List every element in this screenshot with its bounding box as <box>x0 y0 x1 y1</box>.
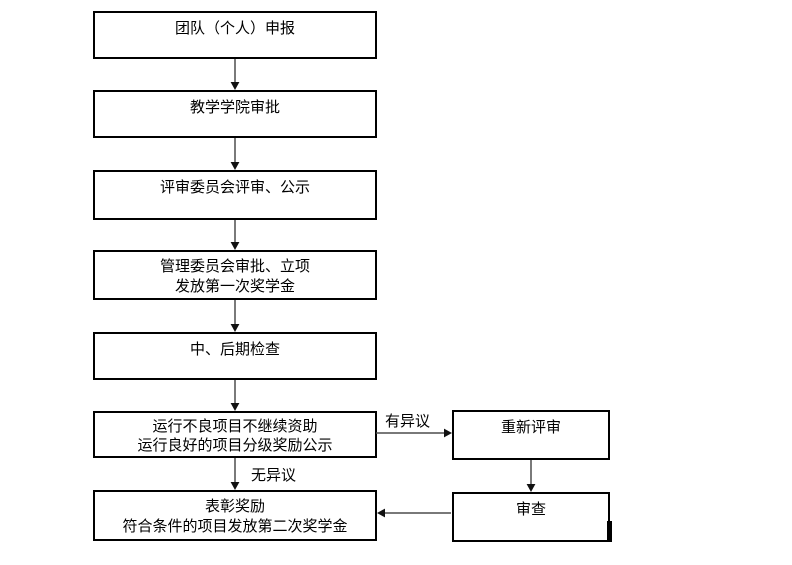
arrowhead-objection <box>444 428 452 438</box>
arrowhead-right-col <box>526 484 536 492</box>
node-text: 重新评审 <box>500 418 561 436</box>
arrowhead-4 <box>230 324 240 332</box>
node-text: 表彰奖励 <box>204 497 265 515</box>
arrowhead-3 <box>230 242 240 250</box>
arrowhead-no-objection <box>230 482 240 490</box>
node-text: 发放第一次奖学金 <box>174 277 295 295</box>
node-text: 管理委员会审批、立项 <box>159 257 310 275</box>
flow-node-grading-publicity: 运行不良项目不继续资助 运行良好的项目分级奖励公示 <box>93 411 377 458</box>
edge-label-no-objection: 无异议 <box>251 466 297 484</box>
edge-label-objection: 有异议 <box>385 412 431 430</box>
flow-node-management-committee: 管理委员会审批、立项 发放第一次奖学金 <box>93 250 377 300</box>
flow-node-commendation: 表彰奖励 符合条件的项目发放第二次奖学金 <box>93 490 377 541</box>
node-text: 中、后期检查 <box>189 340 280 358</box>
flow-node-team-application: 团队（个人）申报 <box>93 11 377 59</box>
flow-node-examination: 审查 <box>452 492 610 542</box>
selection-handle-bar <box>607 521 612 542</box>
node-text: 审查 <box>515 500 546 518</box>
node-text: 教学学院审批 <box>189 98 280 116</box>
flow-node-inspection: 中、后期检查 <box>93 332 377 380</box>
node-text: 运行不良项目不继续资助 <box>152 417 318 435</box>
arrowhead-1 <box>230 82 240 90</box>
flow-node-re-review: 重新评审 <box>452 410 610 460</box>
flow-node-college-approval: 教学学院审批 <box>93 90 377 138</box>
node-text: 运行良好的项目分级奖励公示 <box>137 436 333 454</box>
node-text: 团队（个人）申报 <box>174 19 295 37</box>
node-text: 符合条件的项目发放第二次奖学金 <box>122 517 348 535</box>
arrowhead-2 <box>230 162 240 170</box>
flow-node-review-committee: 评审委员会评审、公示 <box>93 170 377 220</box>
node-text: 评审委员会评审、公示 <box>159 178 310 196</box>
arrowhead-examination-return <box>377 508 385 518</box>
arrowhead-5 <box>230 403 240 411</box>
